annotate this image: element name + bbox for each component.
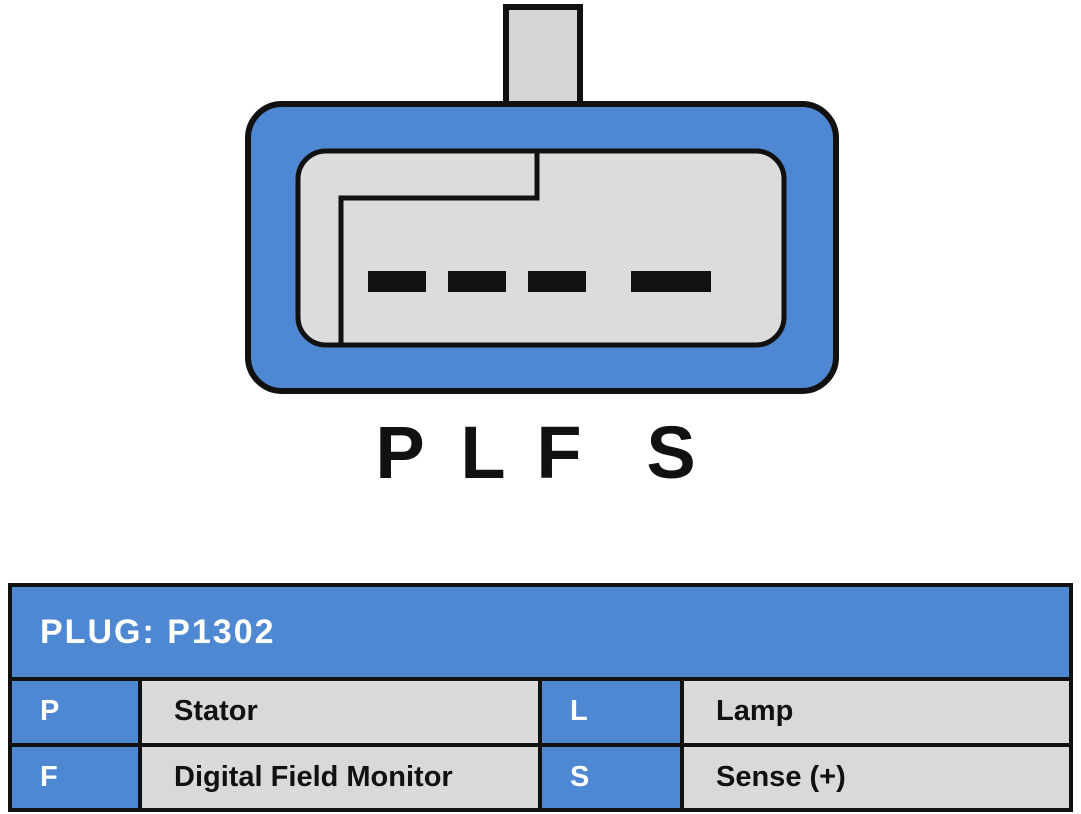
pin-cell-p: P xyxy=(12,681,138,743)
connector-keyway xyxy=(338,152,540,344)
connector-cavity xyxy=(295,148,787,348)
pin-label-l: L xyxy=(460,411,506,494)
pin-dash-s xyxy=(631,271,711,292)
table-title: PLUG: P1302 xyxy=(12,587,1069,677)
pin-label-f: F xyxy=(536,411,582,494)
pin-cell-l: L xyxy=(542,681,680,743)
pin-dash-l xyxy=(448,271,506,292)
desc-cell-sense: Sense (+) xyxy=(684,746,1069,808)
pin-dash-p xyxy=(368,271,426,292)
pin-dash-f xyxy=(528,271,586,292)
connector-diagram xyxy=(245,4,839,394)
pin-labels: P L F S xyxy=(0,408,1081,498)
desc-cell-stator: Stator xyxy=(142,681,538,743)
connector-tab xyxy=(503,4,583,110)
desc-cell-digital-field-monitor: Digital Field Monitor xyxy=(142,746,538,808)
pin-label-s: S xyxy=(646,411,696,494)
pin-cell-s: S xyxy=(542,746,680,808)
pin-cell-f: F xyxy=(12,746,138,808)
pin-label-p: P xyxy=(375,411,425,494)
plug-table: PLUG: P1302 P Stator L Lamp F Digital Fi… xyxy=(8,583,1073,812)
desc-cell-lamp: Lamp xyxy=(684,681,1069,743)
